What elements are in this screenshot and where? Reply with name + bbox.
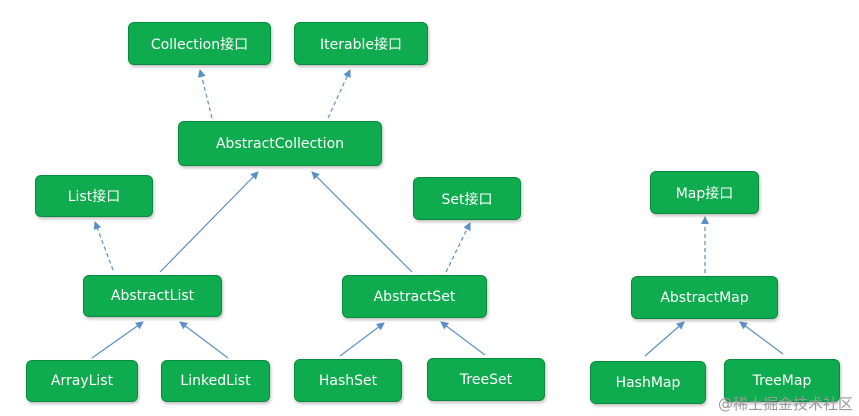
hash-map-node: HashMap [590, 361, 706, 404]
collection-interface-node: Collection接口 [128, 22, 271, 65]
iterable-interface-node: Iterable接口 [294, 22, 428, 65]
tree-map-node: TreeMap [724, 359, 840, 402]
abstract-set-node: AbstractSet [342, 275, 487, 318]
edge-tree-map-to-abstract-map [739, 321, 784, 355]
abstract-collection-node: AbstractCollection [178, 121, 382, 166]
hash-set-node: HashSet [294, 359, 402, 402]
edge-abstract-set-to-abstract-collection [311, 171, 413, 273]
edge-abstract-set-to-set [445, 222, 471, 273]
edge-abstract-list-to-abstract-collection [159, 171, 259, 273]
edge-abstract-list-to-list [93, 221, 114, 271]
edge-linked-list-to-abstract-list [179, 321, 229, 359]
watermark: @稀土掘金技术社区 [717, 395, 853, 413]
edge-tree-set-to-abstract-set [440, 321, 486, 356]
map-interface-node: Map接口 [650, 171, 759, 214]
array-list-node: ArrayList [26, 360, 138, 402]
linked-list-node: LinkedList [161, 360, 270, 402]
edge-abstract-collection-to-iterable [327, 69, 351, 119]
edge-abstract-collection-to-collection [197, 69, 213, 119]
edge-hash-map-to-abstract-map [644, 321, 685, 357]
list-interface-node: List接口 [35, 175, 153, 217]
abstract-map-node: AbstractMap [631, 276, 778, 319]
edge-array-list-to-abstract-list [91, 321, 144, 359]
edge-hash-set-to-abstract-set [339, 322, 385, 357]
abstract-list-node: AbstractList [83, 275, 222, 317]
set-interface-node: Set接口 [413, 177, 521, 220]
tree-set-node: TreeSet [427, 358, 545, 401]
